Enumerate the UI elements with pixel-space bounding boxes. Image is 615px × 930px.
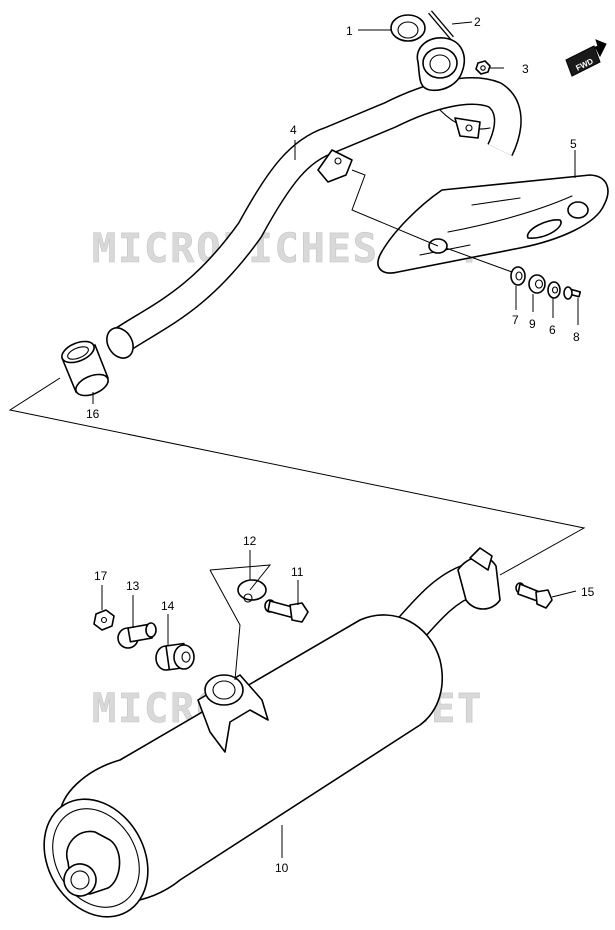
fwd-arrow-icon: FWD xyxy=(565,39,607,77)
bolt-part-11 xyxy=(264,599,309,623)
exhaust-pipe-part xyxy=(106,37,522,359)
callout-6: 6 xyxy=(549,323,556,337)
callout-9: 9 xyxy=(529,317,536,331)
washer-part-12 xyxy=(237,579,267,603)
callout-7: 7 xyxy=(512,313,519,327)
cushion-part xyxy=(155,642,195,671)
bolt-part-8 xyxy=(563,286,582,300)
heat-shield-part xyxy=(377,174,609,274)
stud-bolt-part xyxy=(428,10,454,40)
callout-16: 16 xyxy=(86,407,100,421)
callout-12: 12 xyxy=(243,534,257,548)
callout-13: 13 xyxy=(126,579,140,593)
nut-part xyxy=(475,60,491,75)
callout-8: 8 xyxy=(573,330,580,344)
nut-part-17 xyxy=(93,609,115,631)
callout-10: 10 xyxy=(275,861,289,875)
callout-2: 2 xyxy=(474,15,481,29)
bolt-part-15 xyxy=(515,582,553,609)
collar-part xyxy=(547,281,561,299)
callout-17: 17 xyxy=(94,569,108,583)
grommet-part xyxy=(528,274,546,294)
collar-part-13 xyxy=(117,622,157,649)
leader-lines xyxy=(8,21,586,858)
callout-14: 14 xyxy=(161,599,175,613)
callout-3: 3 xyxy=(522,62,529,76)
callout-5: 5 xyxy=(570,137,577,151)
washer-part xyxy=(510,266,526,286)
joint-sleeve-part xyxy=(61,340,109,397)
callout-11: 11 xyxy=(291,565,304,579)
callout-4: 4 xyxy=(290,123,297,137)
gasket-ring-part xyxy=(390,14,426,42)
callout-1: 1 xyxy=(346,24,353,38)
muffler-part xyxy=(43,547,501,918)
callout-labels: 1 2 3 4 5 7 9 6 8 16 12 11 17 13 14 15 1… xyxy=(86,15,595,875)
callout-15: 15 xyxy=(581,585,595,599)
